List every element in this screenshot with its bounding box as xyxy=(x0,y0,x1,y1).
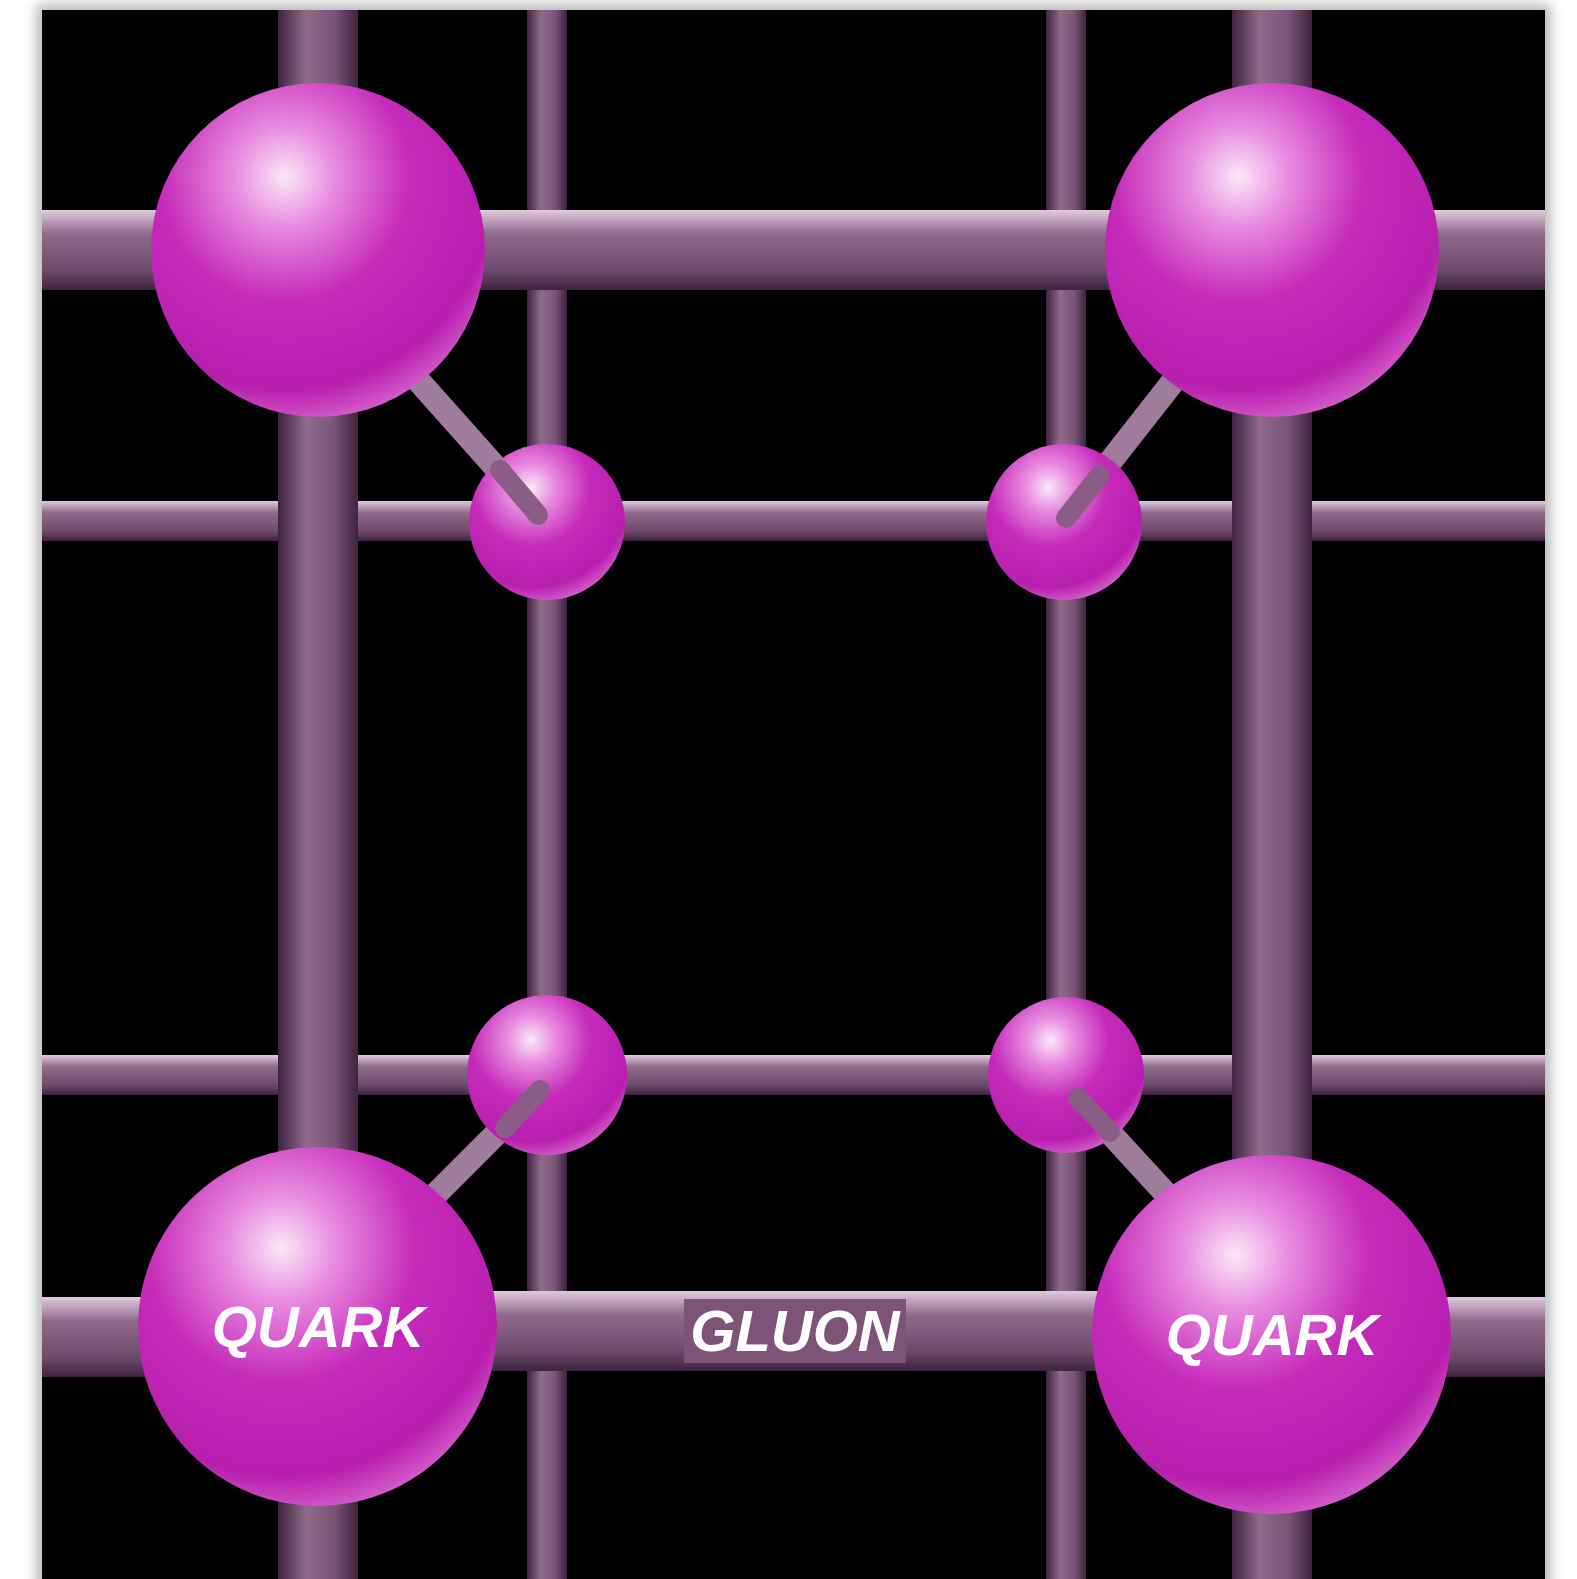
small-sphere xyxy=(986,444,1142,600)
gluon-label: GLUON xyxy=(684,1299,905,1363)
quark-label: QUARK xyxy=(1166,1303,1379,1367)
bond-stick-tips xyxy=(500,470,1110,1132)
big-sphere xyxy=(151,83,485,417)
quark-label: QUARK xyxy=(212,1295,425,1359)
gluon-tube xyxy=(487,1291,1102,1371)
thin-tube xyxy=(42,1055,1545,1095)
quark-sphere: QUARK xyxy=(1092,1155,1451,1514)
bond-sticks xyxy=(400,360,1190,1220)
panel-shadow xyxy=(36,4,1551,1579)
small-sphere xyxy=(467,995,627,1155)
big-sphere xyxy=(1105,83,1439,417)
quark-sphere: QUARK xyxy=(138,1147,497,1506)
small-sphere xyxy=(988,997,1144,1153)
small-sphere xyxy=(469,444,625,600)
sphere-circle xyxy=(138,1147,497,1506)
black-panel xyxy=(42,10,1545,1579)
thin-tube xyxy=(42,501,1545,541)
sphere-circle xyxy=(1092,1155,1451,1514)
